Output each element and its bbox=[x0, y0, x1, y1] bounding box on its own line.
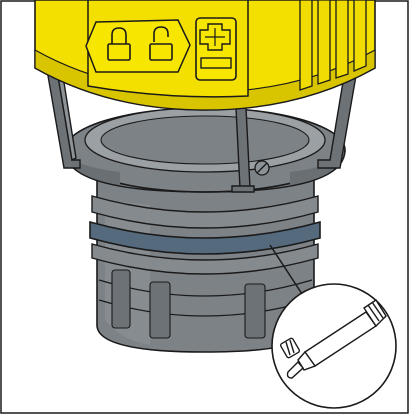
padlock-open-icon bbox=[149, 26, 173, 61]
flange-rim-shadow bbox=[65, 150, 120, 186]
tube-cap bbox=[279, 337, 301, 359]
grease-callout bbox=[271, 283, 397, 409]
rib-slot bbox=[111, 269, 131, 329]
rib-slot bbox=[149, 281, 171, 339]
padlock-closed-shackle bbox=[111, 27, 127, 44]
tube-crimp-line bbox=[367, 304, 380, 322]
yellow-housing bbox=[34, 0, 376, 111]
screw-slot bbox=[256, 162, 268, 174]
padlock-open-body bbox=[149, 43, 173, 61]
connector-ridge-bottom bbox=[91, 243, 319, 275]
lock-arrow-plate bbox=[85, 19, 191, 73]
callout-leader-line bbox=[269, 244, 307, 301]
flange-collar bbox=[64, 107, 346, 193]
connector-ridge-top bbox=[91, 195, 319, 229]
grease-tube-icon bbox=[279, 299, 387, 379]
rib-slot bbox=[244, 283, 266, 339]
padlock-closed-icon bbox=[107, 27, 131, 61]
padlock-closed-body bbox=[107, 43, 131, 61]
bracket-foot-center bbox=[231, 185, 255, 193]
tube-cap-ridge bbox=[289, 339, 295, 354]
grip-rib bbox=[299, 0, 313, 91]
tube-shoulder bbox=[297, 350, 317, 371]
tube-crimp-line bbox=[371, 301, 384, 319]
grip-rib bbox=[317, 0, 331, 85]
battery-plus-minus-icon bbox=[195, 17, 237, 81]
grip-rib bbox=[353, 0, 367, 72]
o-ring bbox=[89, 220, 321, 255]
tube-cap-ridge bbox=[285, 341, 291, 356]
grip-rib bbox=[335, 0, 349, 79]
tube-nozzle bbox=[286, 360, 304, 379]
battery-minus-symbol bbox=[200, 57, 232, 69]
connector-body bbox=[89, 179, 321, 353]
screw bbox=[254, 160, 270, 176]
flange-lower-edge bbox=[64, 149, 346, 193]
padlock-open-shackle bbox=[153, 26, 169, 42]
flange-inner-recess bbox=[100, 115, 310, 165]
housing-grip-ribs bbox=[299, 0, 367, 91]
